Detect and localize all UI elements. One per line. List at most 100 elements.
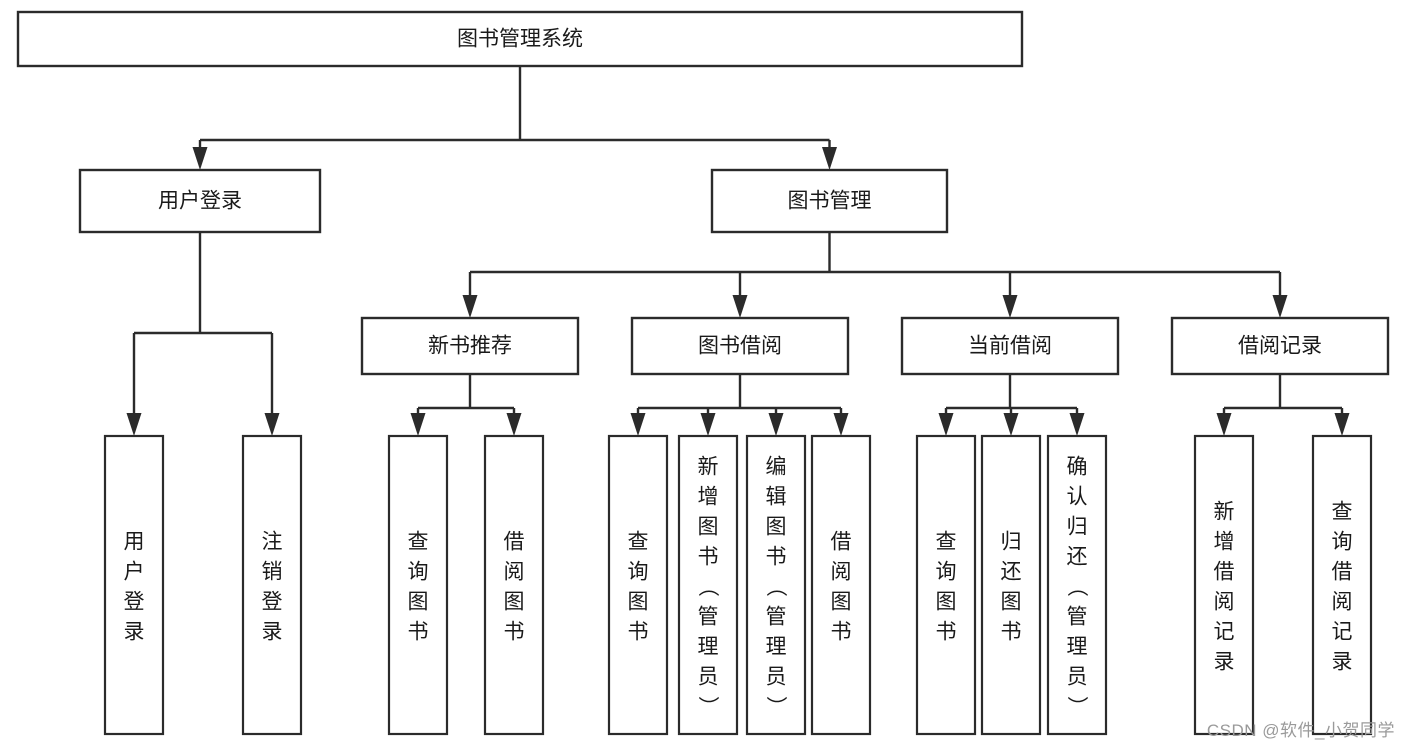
arrow-head-icon: [1069, 413, 1085, 436]
svg-text:书: 书: [628, 620, 649, 643]
svg-text:）: ）: [1065, 696, 1088, 717]
svg-text:登: 登: [124, 590, 145, 613]
svg-text:书: 书: [766, 545, 787, 568]
node-leaf-当前借阅-2[interactable]: [980, 434, 1042, 736]
svg-text:书: 书: [831, 620, 852, 643]
svg-text:借: 借: [504, 530, 525, 553]
arrow-head-icon: [768, 413, 784, 436]
svg-text:员: 员: [698, 665, 719, 688]
svg-text:户: 户: [124, 560, 145, 583]
svg-text:查: 查: [1332, 500, 1353, 523]
arrow-head-icon: [192, 147, 208, 170]
svg-text:询: 询: [628, 560, 649, 583]
svg-text:确: 确: [1067, 455, 1088, 478]
svg-text:图: 图: [1001, 590, 1022, 613]
svg-text:查: 查: [936, 530, 957, 553]
node-leaf-当前借阅-1[interactable]: [915, 434, 977, 736]
svg-text:）: ）: [696, 696, 719, 717]
arrow-head-icon: [264, 413, 280, 436]
svg-text:增: 增: [1214, 530, 1235, 553]
svg-text:新: 新: [1214, 500, 1235, 523]
csdn-watermark: CSDN @软件_小贺同学: [1206, 721, 1395, 740]
node-level1-1[interactable]: [78, 168, 322, 234]
svg-text:增: 增: [698, 485, 719, 508]
svg-text:员: 员: [766, 665, 787, 688]
arrow-head-icon: [822, 147, 837, 170]
svg-text:借: 借: [1214, 560, 1235, 583]
svg-text:录: 录: [124, 620, 145, 643]
node-level2-label: 当前借阅: [968, 335, 1052, 358]
svg-text:图: 图: [698, 515, 719, 538]
svg-text:图: 图: [936, 590, 957, 613]
node-leaf-新书推荐-1[interactable]: [387, 434, 449, 736]
node-leaf-图书借阅-2[interactable]: [677, 434, 739, 736]
svg-text:认: 认: [1067, 485, 1088, 508]
svg-text:管: 管: [766, 605, 787, 628]
svg-text:归: 归: [1067, 515, 1088, 538]
node-leaf-新书推荐-2[interactable]: [483, 434, 545, 736]
node-leaf-图书借阅-4[interactable]: [810, 434, 872, 736]
svg-text:用: 用: [124, 530, 145, 553]
svg-text:阅: 阅: [1214, 590, 1235, 613]
node-leaf-用户登录-1[interactable]: [103, 434, 165, 736]
svg-text:书: 书: [936, 620, 957, 643]
svg-text:询: 询: [1332, 530, 1353, 553]
node-level2-3[interactable]: [900, 316, 1120, 376]
svg-text:理: 理: [1067, 635, 1088, 658]
arrow-head-icon: [1216, 413, 1232, 436]
svg-text:登: 登: [262, 590, 283, 613]
svg-text:图: 图: [628, 590, 649, 613]
node-level2-1[interactable]: [360, 316, 580, 376]
svg-text:（: （: [696, 576, 719, 597]
node-leaf-用户登录-2[interactable]: [241, 434, 303, 736]
svg-text:注: 注: [262, 530, 283, 553]
svg-text:销: 销: [262, 560, 283, 583]
arrow-head-icon: [630, 413, 646, 436]
svg-text:借: 借: [1332, 560, 1353, 583]
node-leaf-图书借阅-3[interactable]: [745, 434, 807, 736]
svg-text:查: 查: [628, 530, 649, 553]
node-root-label: 图书管理系统: [457, 28, 583, 51]
svg-text:管: 管: [1067, 605, 1088, 628]
svg-text:图: 图: [831, 590, 852, 613]
arrow-head-icon: [410, 413, 426, 436]
node-leaf-当前借阅-3[interactable]: [1046, 434, 1108, 736]
arrow-head-icon: [833, 413, 849, 436]
svg-text:图: 图: [408, 590, 429, 613]
svg-text:查: 查: [408, 530, 429, 553]
svg-text:还: 还: [1001, 560, 1022, 583]
node-level2-label: 借阅记录: [1238, 335, 1322, 358]
svg-text:书: 书: [698, 545, 719, 568]
svg-text:询: 询: [936, 560, 957, 583]
svg-text:管: 管: [698, 605, 719, 628]
arrow-head-icon: [1002, 295, 1018, 318]
node-root[interactable]: [16, 10, 1024, 68]
arrow-head-icon: [1272, 295, 1288, 318]
svg-text:书: 书: [504, 620, 525, 643]
node-level2-4[interactable]: [1170, 316, 1390, 376]
node-level2-2[interactable]: [630, 316, 850, 376]
svg-text:录: 录: [1332, 650, 1353, 673]
svg-text:阅: 阅: [504, 560, 525, 583]
node-leaf-借阅记录-1[interactable]: [1193, 434, 1255, 736]
svg-text:记: 记: [1332, 620, 1353, 643]
svg-text:辑: 辑: [766, 485, 787, 508]
node-level1-label: 用户登录: [158, 190, 242, 213]
svg-text:还: 还: [1067, 545, 1088, 568]
node-level1-2[interactable]: [710, 168, 949, 234]
svg-text:（: （: [764, 576, 787, 597]
svg-text:）: ）: [764, 696, 787, 717]
node-level1-label: 图书管理: [788, 190, 872, 213]
node-leaf-借阅记录-2[interactable]: [1311, 434, 1373, 736]
node-leaf-图书借阅-1[interactable]: [607, 434, 669, 736]
arrow-head-icon: [938, 413, 954, 436]
arrow-head-icon: [126, 413, 142, 436]
